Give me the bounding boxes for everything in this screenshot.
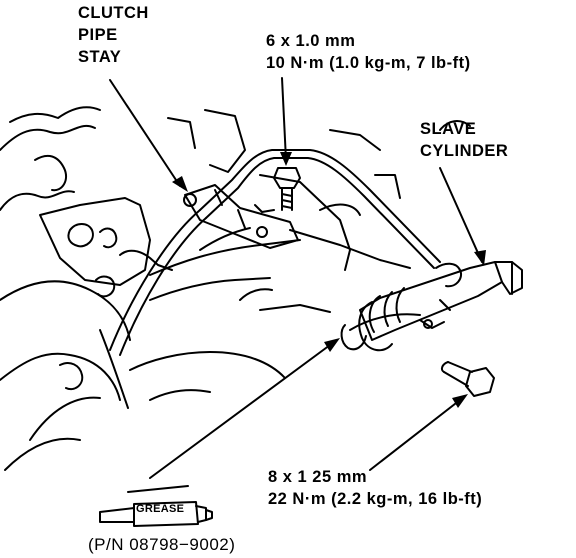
grease-tube-label: GREASE — [136, 503, 185, 515]
top-bolt-spec-label: 6 x 1.0 mm 10 N·m (1.0 kg-m, 7 lb-ft) — [266, 30, 471, 74]
clutch-pipe-stay-label: CLUTCH PIPE STAY — [78, 2, 149, 68]
top-bolt-torque: 10 N·m (1.0 kg-m, 7 lb-ft) — [266, 54, 471, 72]
part-number-label: (P/N 08798−9002) — [88, 535, 236, 554]
clutch-pipe — [109, 149, 441, 356]
leader-lines — [109, 77, 483, 479]
slave-cylinder-line-1: SLAVE — [420, 120, 477, 138]
bottom-bolt-size: 8 x 1 25 mm — [268, 468, 368, 486]
slave-cylinder-bolt — [440, 361, 495, 397]
slave-cylinder-line-2: CYLINDER — [420, 142, 509, 160]
arrowheads — [172, 152, 486, 408]
clutch-pipe-stay-bracket — [183, 184, 299, 249]
clutch-pipe-stay-line-2: PIPE — [78, 26, 118, 44]
bottom-bolt-torque: 22 N·m (2.2 kg-m, 16 lb-ft) — [268, 490, 483, 508]
clutch-pipe-stay-line-1: CLUTCH — [78, 4, 149, 22]
slave-cylinder-body — [340, 261, 523, 352]
slave-cylinder-label: SLAVE CYLINDER — [420, 118, 508, 162]
grease-tube-icon — [99, 485, 213, 527]
top-bolt — [273, 167, 301, 211]
top-bolt-size: 6 x 1.0 mm — [266, 32, 356, 50]
clutch-pipe-stay-line-3: STAY — [78, 48, 122, 66]
bottom-bolt-spec-label: 8 x 1 25 mm 22 N·m (2.2 kg-m, 16 lb-ft) — [268, 466, 482, 510]
transmission-housing — [0, 106, 471, 471]
